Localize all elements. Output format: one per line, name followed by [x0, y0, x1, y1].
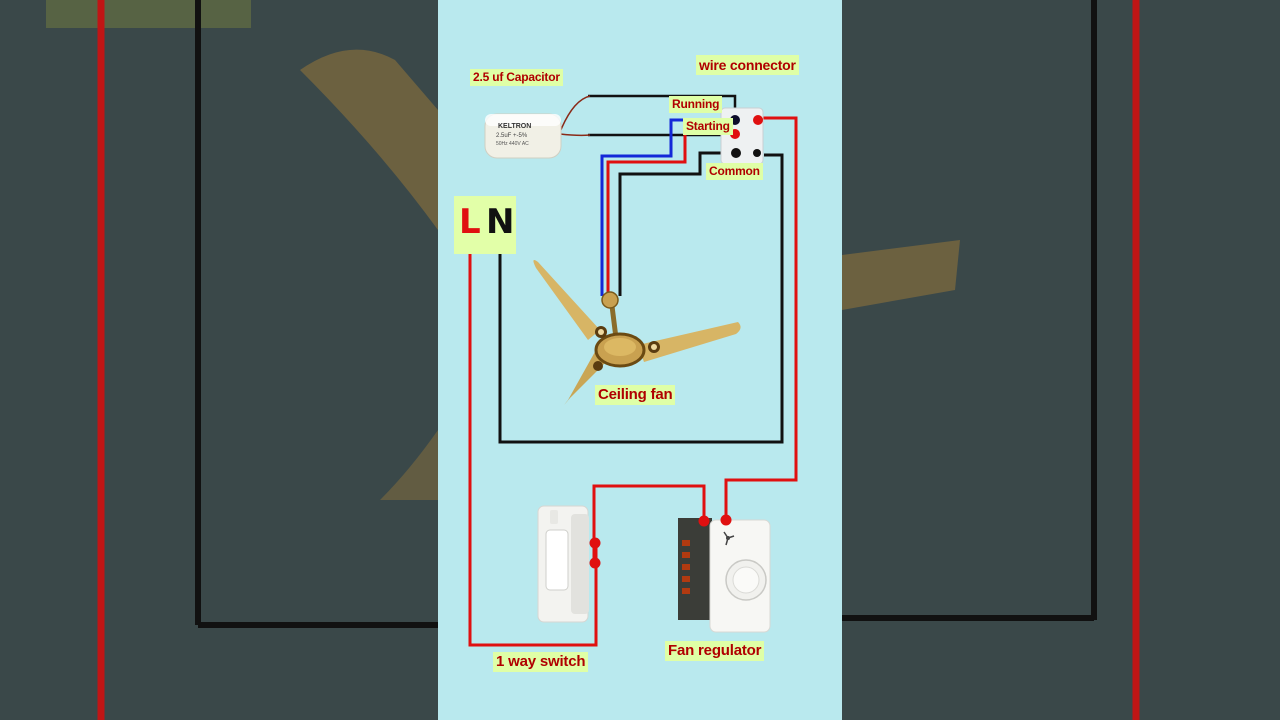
regulator-to-connector-wire	[724, 116, 798, 520]
ceiling-fan-label: Ceiling fan	[595, 385, 676, 405]
wire-connector-icon	[720, 107, 764, 165]
diagram-panel: KELTRON 2.5uF +-5% 50Hz 440V AC	[438, 0, 842, 720]
capacitor-brand: KELTRON	[498, 123, 531, 130]
wire-connector-label: wire connector	[696, 55, 799, 75]
neutral-wire	[498, 153, 784, 444]
line-label: L	[459, 202, 481, 242]
phase-wire-to-switch	[468, 244, 598, 647]
regulator-label: Fan regulator	[665, 641, 765, 661]
starting-label: Starting	[683, 118, 733, 135]
switch-label: 1 way switch	[493, 652, 589, 672]
fan-regulator-icon	[678, 514, 771, 633]
common-wire	[618, 151, 736, 296]
capacitor-label: 2.5 uf Capacitor	[470, 69, 563, 86]
switch-icon	[537, 505, 601, 623]
capacitor-rating: 2.5uF +-5%	[496, 133, 528, 139]
capacitor-line3: 50Hz 440V AC	[496, 141, 529, 147]
line-neutral-badge: L N	[454, 196, 516, 254]
capacitor-brown-lead	[559, 95, 591, 133]
wiring-diagram: KELTRON 2.5uF +-5% 50Hz 440V AC	[465, 94, 798, 647]
capacitor-icon: KELTRON 2.5uF +-5% 50Hz 440V AC	[484, 113, 562, 159]
running-wire	[600, 118, 734, 296]
common-label: Common	[706, 163, 763, 180]
switch-to-regulator-wire	[592, 484, 706, 562]
running-label: Running	[669, 96, 723, 113]
ceiling-fan-icon	[533, 260, 741, 405]
neutral-label: N	[486, 202, 515, 242]
